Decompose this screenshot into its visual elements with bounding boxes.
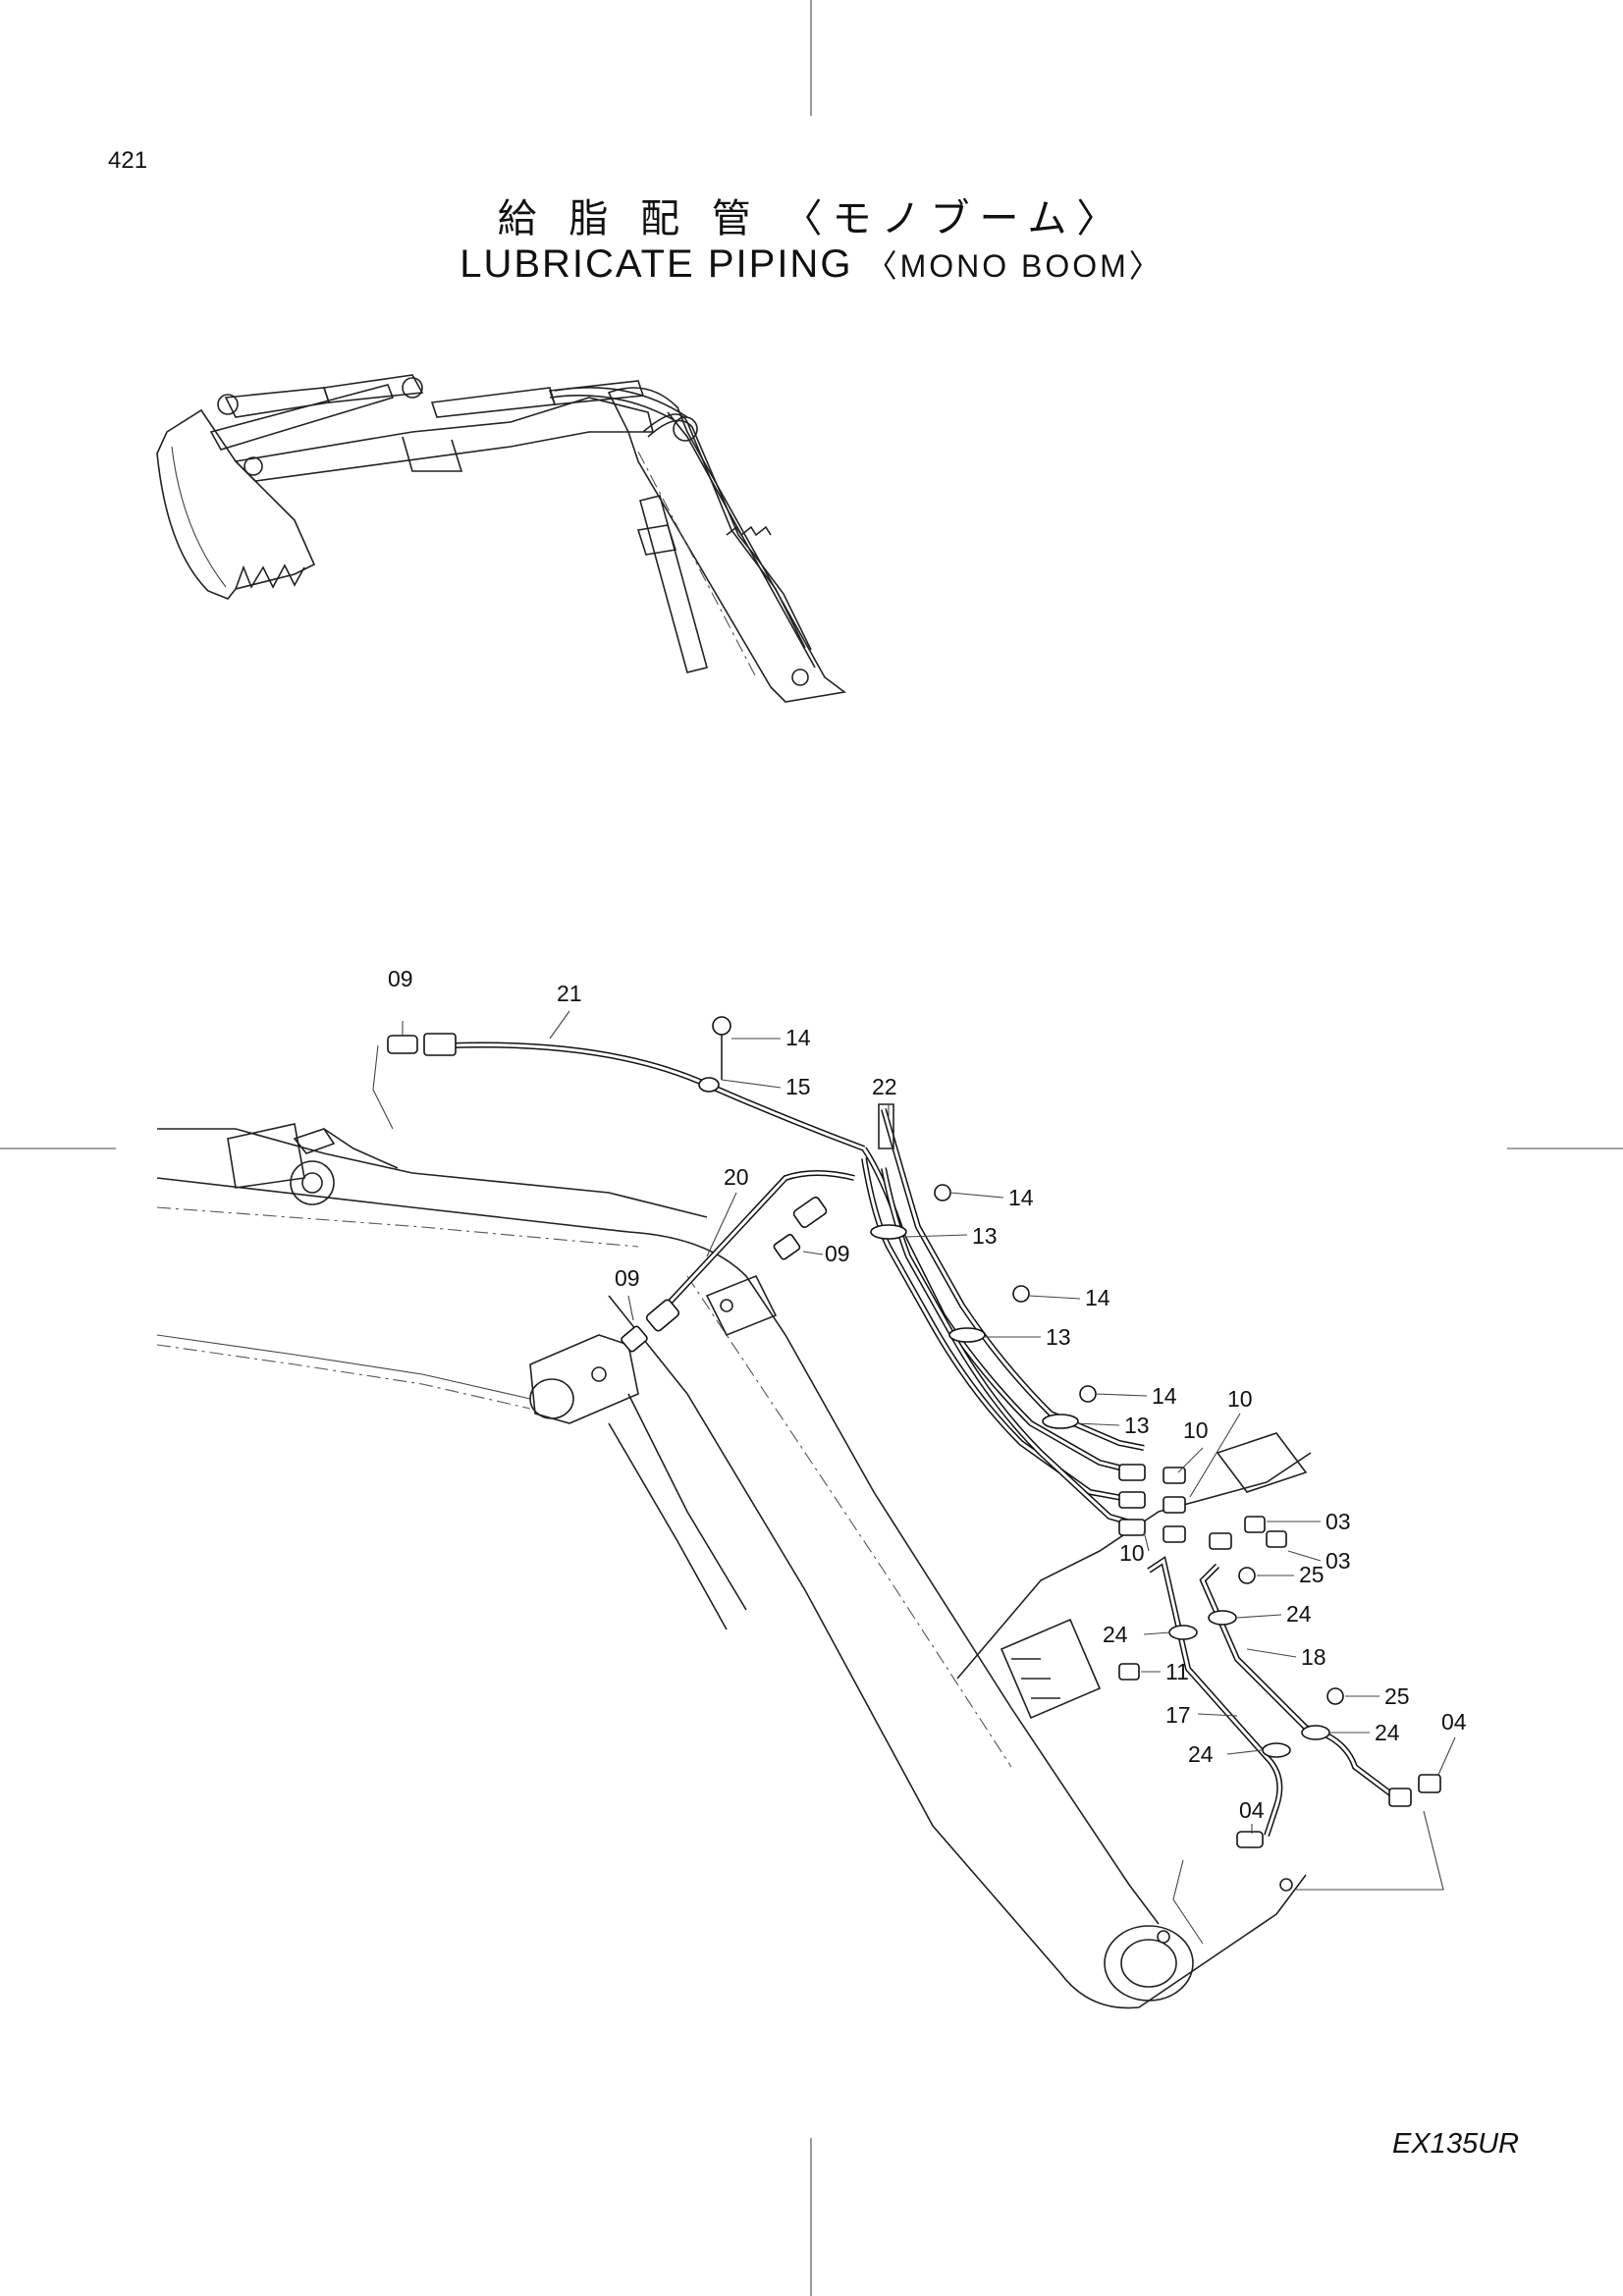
callout-labels: 09 21 14 15 22 20 09 14 13 09 14 13 14 1… xyxy=(388,966,1467,1823)
callout-09-mid: 09 xyxy=(825,1241,850,1266)
page-title-japanese: 給 脂 配 管 〈モノブーム〉 xyxy=(0,187,1623,243)
callout-13-c: 13 xyxy=(1124,1413,1150,1438)
model-code: EX135UR xyxy=(1392,2128,1519,2160)
title-en-sub: 〈MONO BOOM〉 xyxy=(865,248,1163,284)
callout-11: 11 xyxy=(1165,1659,1189,1684)
callout-10-b: 10 xyxy=(1183,1417,1209,1443)
title-jp-sub: 〈モノブーム〉 xyxy=(783,196,1126,241)
callout-09-top: 09 xyxy=(388,966,413,991)
page-title-english: LUBRICATE PIPING 〈MONO BOOM〉 xyxy=(0,241,1623,287)
title-jp-main: 給 脂 配 管 xyxy=(497,196,761,241)
callout-17: 17 xyxy=(1165,1702,1191,1728)
callout-09-lower: 09 xyxy=(615,1265,640,1291)
title-en-main: LUBRICATE PIPING xyxy=(460,242,853,286)
callout-22: 22 xyxy=(872,1074,897,1099)
callout-14-d: 14 xyxy=(1152,1383,1177,1409)
callout-15: 15 xyxy=(785,1074,811,1099)
callout-04-b: 04 xyxy=(1239,1797,1265,1823)
callout-04-a: 04 xyxy=(1441,1709,1467,1735)
pipe-lines xyxy=(451,1041,1396,1837)
page-number: 421 xyxy=(108,147,148,174)
callout-25-a: 25 xyxy=(1299,1562,1325,1587)
callout-10-a: 10 xyxy=(1227,1386,1253,1412)
callout-10-c: 10 xyxy=(1119,1540,1145,1566)
key-map-overview xyxy=(156,374,846,703)
leader-lines xyxy=(402,1010,1456,1834)
callout-21: 21 xyxy=(557,981,582,1006)
callout-03-a: 03 xyxy=(1325,1509,1351,1534)
callout-14-c: 14 xyxy=(1085,1285,1110,1310)
callout-03-b: 03 xyxy=(1325,1548,1351,1574)
callout-13-b: 13 xyxy=(1046,1324,1071,1350)
callout-25-b: 25 xyxy=(1384,1683,1410,1709)
callout-18: 18 xyxy=(1301,1644,1326,1670)
main-boom-drawing xyxy=(156,1123,1312,2009)
callout-24-b: 24 xyxy=(1103,1622,1128,1647)
fittings xyxy=(372,1016,1444,1945)
callout-24-c: 24 xyxy=(1375,1720,1400,1745)
callout-20: 20 xyxy=(724,1164,749,1190)
callout-24-a: 24 xyxy=(1286,1601,1312,1627)
callout-14-b: 14 xyxy=(1008,1185,1034,1210)
callout-14-top: 14 xyxy=(785,1025,811,1050)
callout-13-a: 13 xyxy=(972,1223,998,1249)
callout-24-d: 24 xyxy=(1188,1741,1214,1767)
